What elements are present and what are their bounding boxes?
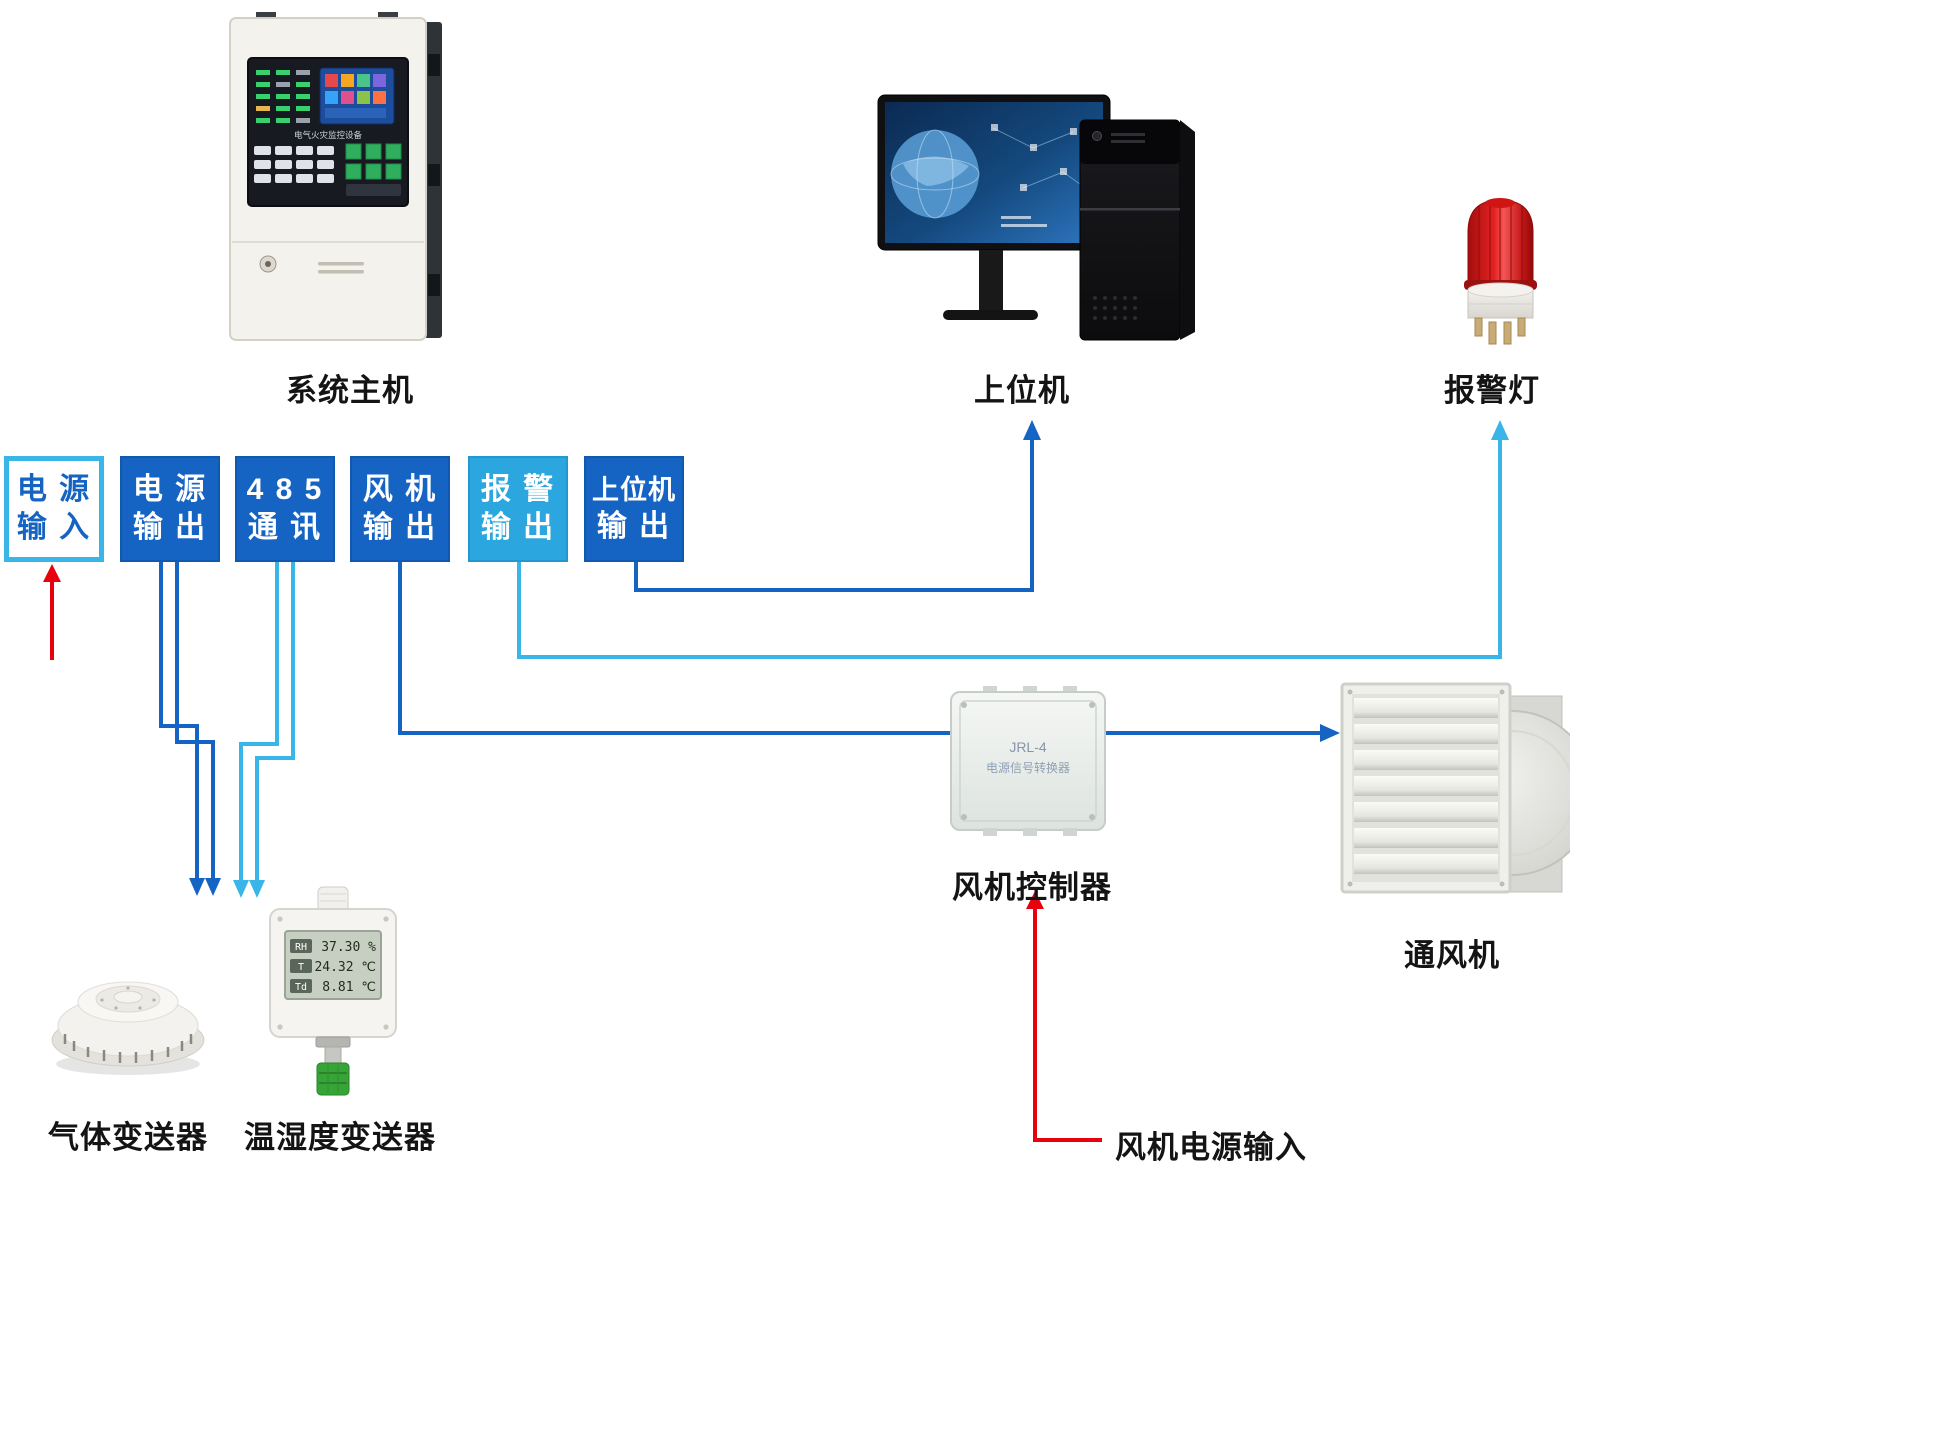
arrow-down-485-2 [249,880,265,898]
indicator-leds [256,70,310,123]
port-box-fan-output: 风 机 输 出 [350,456,450,562]
ventilation-fan-device [1340,676,1595,911]
caption-fan-controller: 风机控制器 [952,870,1112,905]
caption-system-host: 系统主机 [286,373,414,408]
cable-gland [315,1036,351,1048]
wire-fan-power [1033,907,1102,1142]
system-host-device: 电气火灾监控设备 [228,12,450,347]
gas-transmitter-device [46,922,211,1082]
vent-slots [318,262,364,274]
port-label-line2: 输 出 [480,511,556,544]
green-connector [316,1062,350,1096]
lcd-readings: RH 37.30 % T 24.32 ℃ Td 8.81 ℃ [290,939,376,995]
port-label-line2: 通 讯 [247,511,323,544]
monitor-stand [979,250,1003,310]
port-box-alarm-output: 报 警 输 出 [468,456,568,562]
alarm-pins [1474,317,1526,345]
ventilation-fan-graphic [1340,682,1595,894]
arrow-down-power-output-2 [205,878,221,896]
lcd-row2-name: T [298,962,304,973]
controller-name-text: 电源信号转换器 [986,760,1070,775]
wire-485-1 [239,562,279,882]
lcd-row3-name: Td [295,982,307,993]
port-label-line2: 输 出 [596,509,672,543]
alarm-light-device [1448,190,1553,350]
port-box-power-input: 电 源 输 入 [4,456,104,562]
system-host-graphic: 电气火灾监控设备 [229,12,442,341]
port-label-line2: 输 出 [362,511,438,544]
caption-ventilation-fan: 通风机 [1404,938,1500,973]
monitor-base [943,310,1038,320]
arrow-up-alarm [1491,420,1509,440]
port-box-485-comm: 4 8 5 通 讯 [235,456,335,562]
port-label-line2: 输 入 [16,511,92,544]
port-box-power-output: 电 源 输 出 [120,456,220,562]
port-label-line1: 电 源 [132,473,208,506]
lcd-row1-value: 37.30 % [321,940,376,955]
port-label-line1: 报 警 [480,473,556,506]
lcd-row1-name: RH [295,942,307,953]
gas-transmitter-graphic [51,981,205,1075]
monitor [877,94,1111,320]
caption-fan-power-input: 风机电源输入 [1115,1130,1307,1165]
arrow-down-power-output-1 [189,878,205,896]
port-label-line1: 电 源 [16,473,92,506]
fan-controller-device: JRL-4 电源信号转换器 [947,686,1112,836]
port-box-host-output: 上位机 输 出 [584,456,684,562]
alarm-light-graphic [1464,198,1537,345]
port-label-line1: 上位机 [592,474,676,505]
pc-tower [1079,119,1195,341]
temp-humidity-device: RH 37.30 % T 24.32 ℃ Td 8.81 ℃ [258,885,408,1105]
arrow-down-485-1 [233,880,249,898]
wire-fan-output [398,562,1322,735]
alarm-base [1467,282,1534,319]
wire-host-output [634,438,1034,592]
arrow-up-power-input [43,564,61,582]
lcd-screen [319,67,395,125]
caption-temp-humidity: 温湿度变送器 [244,1120,436,1155]
port-label-line2: 输 出 [132,511,208,544]
lcd-row3-value: 8.81 ℃ [322,980,376,995]
wire-alarm-output [517,438,1502,659]
host-computer-graphic [877,94,1195,341]
fan-louver-panel [1340,682,1512,894]
caption-host-computer: 上位机 [974,373,1070,408]
temp-humidity-graphic: RH 37.30 % T 24.32 ℃ Td 8.81 ℃ [269,886,397,1096]
arrow-up-fan-power [1026,891,1044,909]
arrow-up-host [1023,420,1041,440]
fan-controller-graphic: JRL-4 电源信号转换器 [950,686,1106,836]
panel-title-text: 电气火灾监控设备 [294,130,363,140]
port-label-line1: 风 机 [362,473,438,506]
host-computer-device [873,88,1203,346]
lcd-row2-value: 24.32 ℃ [314,960,376,975]
wire-power-output-2 [175,562,215,880]
probe [317,886,349,912]
caption-alarm-light: 报警灯 [1444,373,1540,408]
controller-model-text: JRL-4 [1009,739,1047,755]
caption-gas-transmitter: 气体变送器 [48,1120,208,1155]
detector-slots [63,1034,193,1063]
panel-buttons [254,143,402,196]
wire-485-2 [255,562,295,882]
alarm-dome [1464,198,1537,290]
port-label-line1: 4 8 5 [246,473,324,506]
arrow-right-fan [1320,724,1340,742]
